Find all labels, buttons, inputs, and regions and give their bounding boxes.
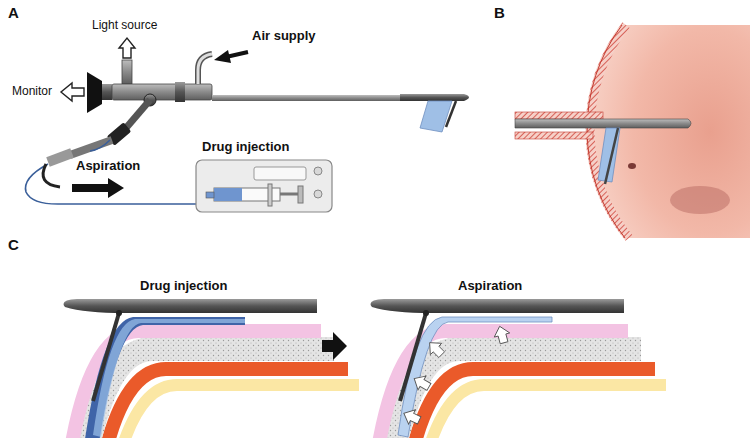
callout-label: Drug injection <box>202 139 289 155</box>
shaft-tip <box>400 94 469 101</box>
drug-line <box>25 140 212 204</box>
lever-c <box>93 313 119 401</box>
light-post <box>122 60 132 84</box>
lever-b <box>605 128 618 184</box>
aspiration-tube <box>43 164 60 187</box>
layers-left <box>64 299 360 438</box>
pump-display <box>254 167 306 180</box>
hinge <box>116 310 122 316</box>
callout-label: Light source <box>92 18 157 32</box>
panel-title: Drug injection <box>140 278 227 294</box>
drug-mesh <box>85 317 245 438</box>
port-connector <box>70 140 112 155</box>
layers-right <box>371 299 667 438</box>
callout-label: Air supply <box>252 28 316 44</box>
layer-dotted <box>389 349 641 438</box>
suction-arrows <box>400 324 511 427</box>
panel-letter: C <box>8 236 19 254</box>
lever-a <box>446 101 456 127</box>
plunger <box>280 193 298 196</box>
shaft-b <box>515 119 691 128</box>
syringe-liquid <box>214 188 242 201</box>
endoscope-figure <box>25 38 469 212</box>
hinge <box>423 310 429 316</box>
sheath <box>515 132 593 139</box>
monitor-arrow <box>61 83 84 101</box>
layer-yellow <box>414 385 666 438</box>
cavity-wall <box>590 25 629 238</box>
air-tube-inner <box>198 54 212 84</box>
aspiration-arrow <box>72 178 124 198</box>
callout-label: Aspiration <box>76 158 140 174</box>
light-arrow <box>119 38 135 58</box>
eyepiece <box>87 72 102 113</box>
pump-button <box>314 190 322 198</box>
shadow <box>670 186 730 214</box>
eyepiece-neck <box>102 84 112 100</box>
panel-letter: A <box>8 4 19 22</box>
scope-body <box>112 84 212 100</box>
cavity <box>590 25 750 238</box>
shaft-c <box>371 299 625 313</box>
plunger-plate <box>298 186 303 203</box>
sheath <box>515 112 603 119</box>
port-connector-end <box>48 153 72 162</box>
layer-orange <box>403 369 655 438</box>
syringe-flange <box>268 184 272 206</box>
pump <box>196 160 332 212</box>
shaft-c <box>64 299 318 313</box>
panel-title: Aspiration <box>458 278 522 294</box>
cavity-figure <box>515 25 750 238</box>
syringe-tip <box>206 192 214 198</box>
step-arrow <box>322 332 347 360</box>
wall-line <box>587 25 625 238</box>
dot <box>628 163 636 169</box>
callout-label: Monitor <box>12 84 52 98</box>
panel-letter: B <box>494 4 505 22</box>
air-arrow-head <box>214 50 231 63</box>
pump-button <box>314 167 322 175</box>
layer-yellow <box>107 385 359 438</box>
shaft <box>212 95 402 101</box>
layer-dotted <box>82 349 334 438</box>
layer-orange <box>96 369 348 438</box>
air-tube <box>198 54 212 84</box>
body-ring <box>175 82 185 102</box>
mesh-highlight <box>93 319 245 437</box>
